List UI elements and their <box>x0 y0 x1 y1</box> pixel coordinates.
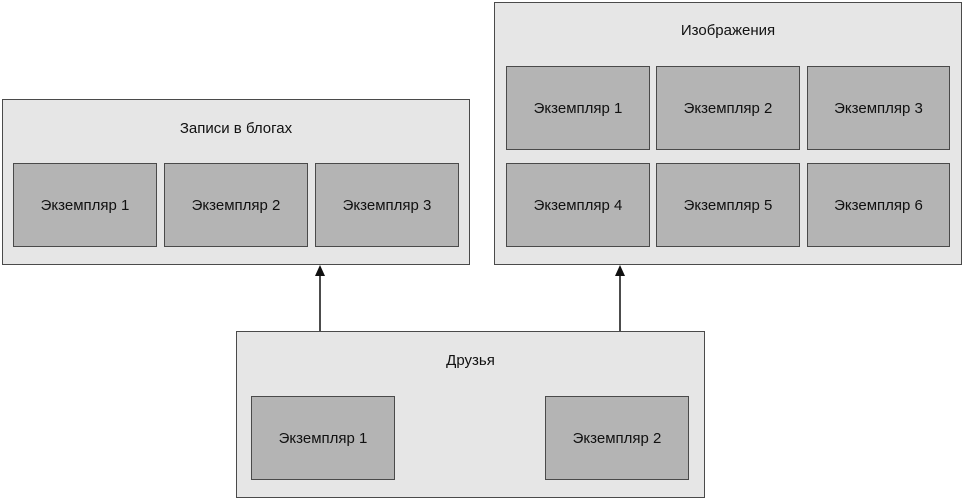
friends-instance-1: Экземпляр 1 <box>251 396 395 480</box>
image-instance-5: Экземпляр 5 <box>656 163 800 247</box>
friends-instance-2: Экземпляр 2 <box>545 396 689 480</box>
group-title-images: Изображения <box>680 22 776 39</box>
blog-instance-1: Экземпляр 1 <box>13 163 157 247</box>
image-instance-3: Экземпляр 3 <box>807 66 950 150</box>
group-friends: Друзья Экземпляр 1 Экземпляр 2 <box>236 331 705 498</box>
blog-instance-3: Экземпляр 3 <box>315 163 459 247</box>
group-blog-posts: Записи в блогах Экземпляр 1 Экземпляр 2 … <box>2 99 470 265</box>
group-images: Изображения Экземпляр 1 Экземпляр 2 Экзе… <box>494 2 962 265</box>
image-instance-4: Экземпляр 4 <box>506 163 650 247</box>
arrow-friends-to-images <box>615 265 625 331</box>
image-instance-1: Экземпляр 1 <box>506 66 650 150</box>
arrow-friends-to-blogs <box>315 265 325 331</box>
image-instance-6: Экземпляр 6 <box>807 163 950 247</box>
group-title-friends: Друзья <box>446 352 495 369</box>
image-instance-2: Экземпляр 2 <box>656 66 800 150</box>
group-title-blog-posts: Записи в блогах <box>179 120 293 137</box>
blog-instance-2: Экземпляр 2 <box>164 163 308 247</box>
